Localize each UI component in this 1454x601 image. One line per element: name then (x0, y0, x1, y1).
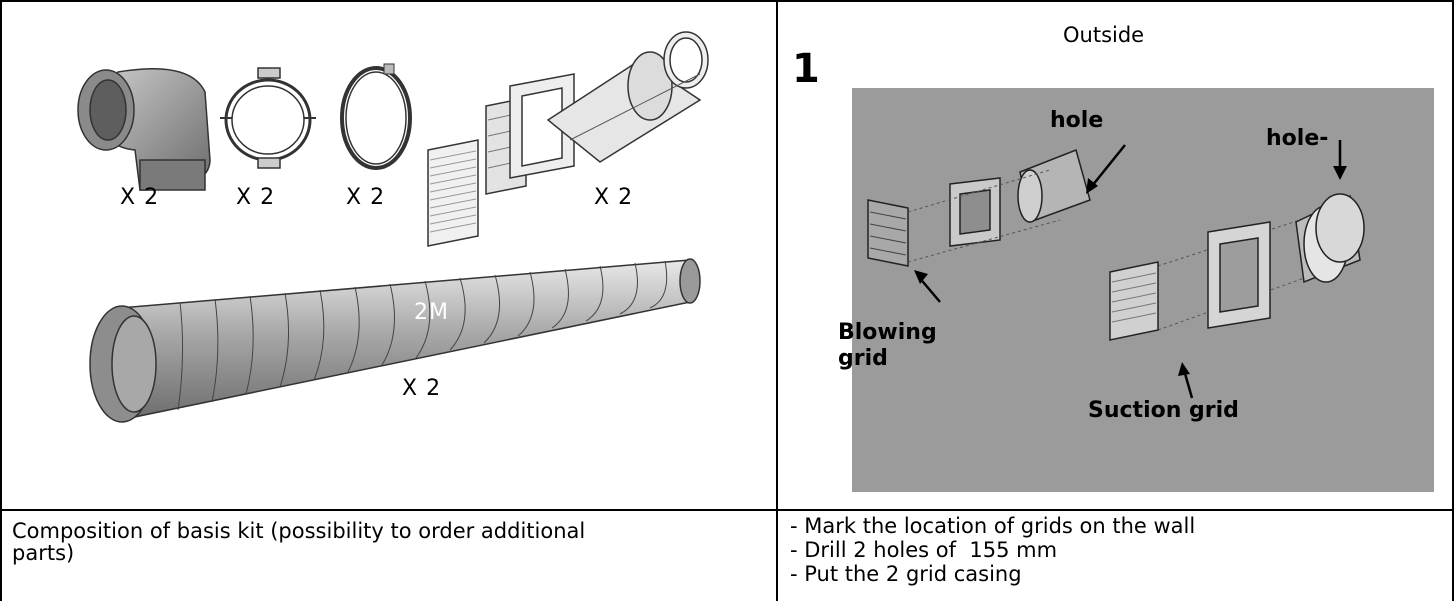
grid-kit-quantity: X 2 (594, 185, 634, 210)
step-instructions: - Mark the location of grids on the wall… (790, 514, 1196, 586)
flexible-duct-part (89, 258, 701, 423)
band-quantity: X 2 (346, 185, 386, 210)
elbow-quantity: X 2 (120, 185, 160, 210)
duct-length-label: 2M (414, 300, 449, 325)
clamp-quantity: X 2 (236, 185, 276, 210)
table-border-top (0, 0, 1454, 2)
hole-label-right: hole- (1266, 126, 1329, 151)
step-title: Outside (1063, 23, 1145, 47)
band-clamp-part (340, 63, 412, 170)
step-number: 1 (792, 46, 820, 92)
hole-label-left: hole (1050, 108, 1104, 133)
suction-grid-label: Suction grid (1088, 398, 1239, 423)
table-border-right (1452, 0, 1454, 601)
clamp-collar-part (220, 67, 316, 169)
blowing-grid-label: Blowing grid (838, 320, 937, 371)
table-border-left (0, 0, 2, 601)
grid-sleeve-assembly (427, 31, 709, 247)
duct-quantity: X 2 (402, 376, 442, 401)
table-divider-horizontal (0, 509, 1454, 511)
kit-caption: Composition of basis kit (possibility to… (12, 519, 586, 565)
elbow-part (77, 67, 211, 191)
table-divider-vertical (776, 0, 778, 601)
